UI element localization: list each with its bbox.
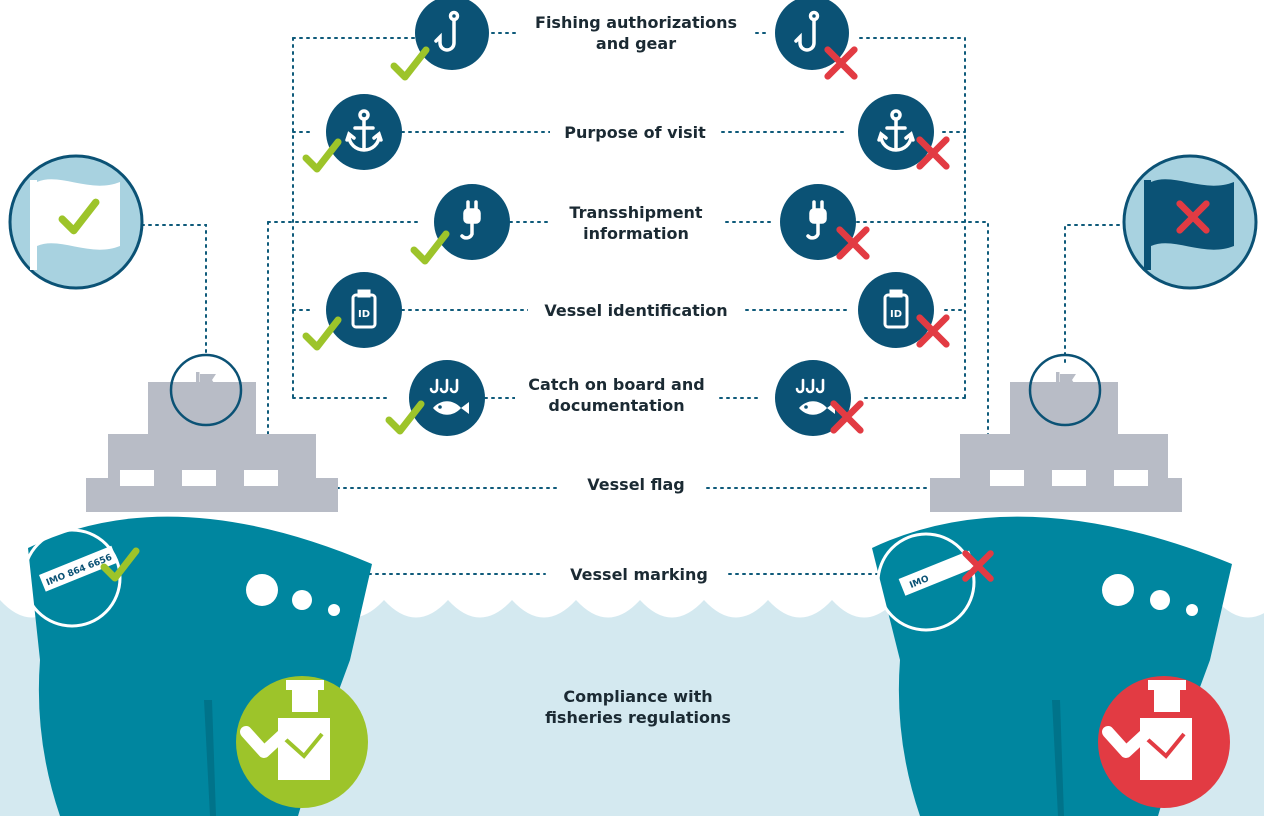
check-icon bbox=[306, 142, 338, 169]
label-transship-line1: Transshipment bbox=[569, 203, 703, 222]
label-compliance-line1: Compliance with bbox=[563, 687, 713, 706]
flag-icon-right bbox=[1122, 154, 1258, 290]
label-catch-line1: Catch on board and bbox=[528, 375, 705, 394]
label-fishing-authorizations: Fishing authorizations and gear bbox=[518, 12, 754, 54]
right-requirement-icons bbox=[775, 0, 946, 436]
label-fishing-line2: and gear bbox=[595, 34, 677, 53]
flag-icon-left bbox=[8, 154, 144, 290]
label-catch-on-board: Catch on board and documentation bbox=[515, 374, 718, 416]
label-purpose-of-visit: Purpose of visit bbox=[550, 122, 720, 143]
label-compliance: Compliance with fisheries regulations bbox=[520, 686, 756, 728]
mast-flag-circle-left bbox=[169, 353, 243, 427]
label-vessel-flag: Vessel flag bbox=[566, 474, 706, 495]
inspector-non-compliant bbox=[1098, 676, 1230, 808]
label-transshipment: Transshipment information bbox=[550, 202, 722, 244]
label-transship-line2: information bbox=[583, 224, 689, 243]
label-compliance-line2: fisheries regulations bbox=[545, 708, 731, 727]
label-catch-line2: documentation bbox=[548, 396, 685, 415]
inspector-compliant bbox=[236, 676, 368, 808]
check-icon bbox=[414, 234, 446, 261]
label-vessel-identification: Vessel identification bbox=[528, 300, 744, 321]
label-fishing-line1: Fishing authorizations bbox=[535, 13, 737, 32]
check-icon bbox=[306, 320, 338, 347]
label-vessel-marking: Vessel marking bbox=[550, 564, 728, 585]
check-icon bbox=[394, 50, 426, 77]
mast-flag-circle-right bbox=[1028, 353, 1102, 427]
left-requirement-icons bbox=[306, 0, 510, 436]
